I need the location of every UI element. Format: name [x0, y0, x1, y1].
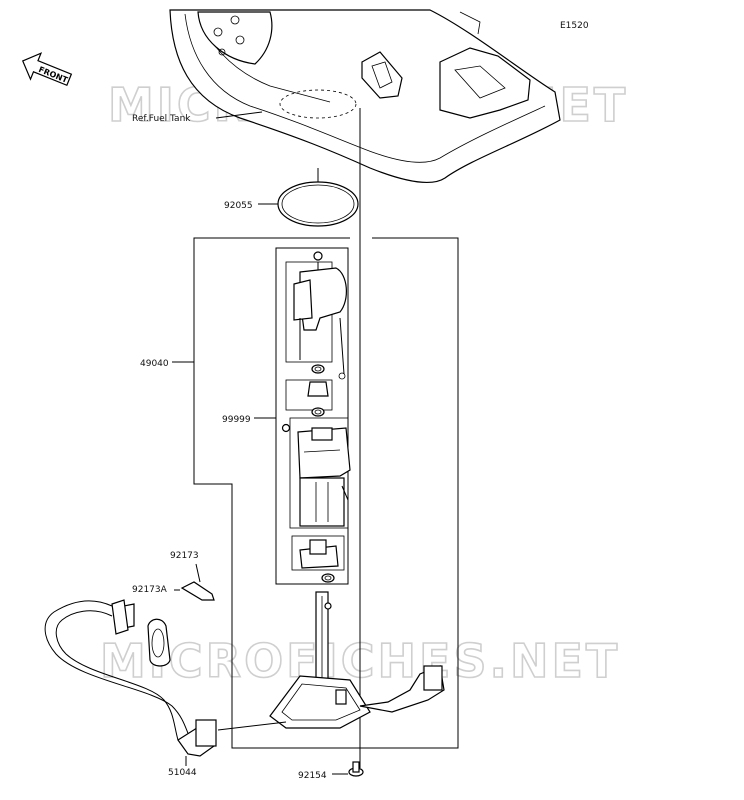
- regulator-assembly: [285, 251, 347, 380]
- fuel-tank-outline: [169, 9, 561, 184]
- washer-lower: [321, 573, 335, 583]
- diagram-code: E1520: [560, 21, 589, 31]
- label-99999: 99999: [222, 415, 251, 425]
- washer-upper: [311, 364, 325, 374]
- hose-51044: [44, 599, 217, 757]
- label-92154: 92154: [298, 771, 327, 781]
- ref-fuel-tank-label: Ref.Fuel Tank: [132, 114, 191, 124]
- label-49040: 49040: [140, 359, 169, 369]
- fuel-pump-body: [289, 417, 351, 529]
- front-arrow-icon: FRONT: [21, 52, 73, 87]
- label-51044: 51044: [168, 768, 197, 778]
- grommet-92173a: [147, 618, 171, 667]
- filter-cap: [307, 381, 329, 397]
- label-92173: 92173: [170, 551, 199, 561]
- watermark-bottom: MICROFICHES.NET: [100, 634, 620, 688]
- clamp-92173: [180, 581, 215, 601]
- label-92055: 92055: [224, 201, 253, 211]
- assembly-bracket-49040: [193, 237, 459, 749]
- bolt-small: [281, 423, 291, 433]
- pump-base-assembly: [269, 591, 445, 729]
- bolt-92154: [348, 761, 364, 777]
- label-92173a: 92173A: [132, 585, 168, 595]
- fuel-filter-lower: [291, 535, 345, 571]
- o-ring-92055: [277, 181, 359, 227]
- kit-bracket-99999: [275, 247, 349, 585]
- washer-middle: [311, 407, 325, 417]
